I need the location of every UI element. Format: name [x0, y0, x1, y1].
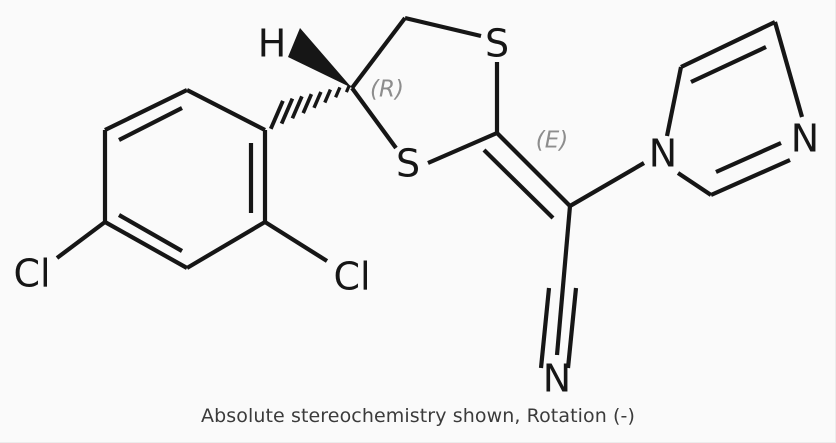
bond-imid-n3-c2-inner	[715, 141, 782, 174]
bond-imid-n1-c5	[664, 66, 684, 137]
bond-alkene-to-imidazole-n1	[568, 161, 646, 208]
aryl-double-bond-inner-bottom	[117, 213, 184, 253]
bond-alkene-to-nitrile-carbon	[554, 205, 573, 356]
atom-label-sulfur-top: S	[485, 22, 509, 66]
bond-c2-alkene-outer	[495, 131, 572, 208]
atom-label-chlorine-right: Cl	[333, 255, 370, 299]
bond-c2-alkene-inner	[482, 148, 555, 220]
bond-aryl-c6-c1	[104, 88, 188, 132]
bond-imid-c5-c4	[680, 20, 776, 69]
atom-label-chlorine-left: Cl	[13, 252, 50, 296]
benzene-ring	[102, 88, 268, 270]
nitrile-triple-inner-right	[565, 287, 579, 369]
hashed-wedge-bond-to-aryl	[269, 84, 351, 130]
bond-dithiolane-s3-c5	[350, 86, 398, 150]
bond-dithiolane-ch2-s1	[404, 15, 482, 39]
bond-imid-c5-c4-inner	[690, 45, 767, 84]
stereo-label-e: (E)	[536, 128, 568, 154]
bond-aryl-c5-chlorine-left	[55, 220, 107, 260]
atom-label-nitrogen-imidazole-1: N	[649, 132, 677, 176]
dithiolane-ring	[350, 15, 500, 165]
nitrile-triple-inner-left	[538, 287, 552, 369]
bond-imid-c2-n1	[676, 171, 713, 197]
atom-label-nitrogen-nitrile: N	[543, 357, 571, 401]
atom-label-nitrogen-imidazole-3: N	[791, 117, 819, 161]
bond-aryl-c3-c4	[185, 220, 267, 270]
aryl-double-bond-inner-top	[118, 106, 183, 142]
bond-aryl-c1-c2	[186, 88, 266, 132]
bond-aryl-c4-c5	[103, 220, 189, 270]
bond-dithiolane-c2-s3	[427, 131, 498, 165]
figure-caption: Absolute stereochemistry shown, Rotation…	[200, 405, 636, 427]
stereo-label-r: (R)	[370, 77, 404, 103]
imidazole-ring	[664, 20, 805, 197]
atom-label-sulfur-bottom: S	[396, 142, 420, 186]
bond-aryl-c3-chlorine-right	[263, 220, 329, 263]
nitrile-group	[538, 205, 579, 369]
bold-wedge-bond-to-hydrogen	[288, 28, 352, 88]
bond-imid-c4-n3	[772, 21, 805, 118]
bond-imid-n3-c2	[710, 158, 791, 197]
exocyclic-double-bond	[482, 131, 572, 220]
bond-dithiolane-c5-ch2	[350, 16, 407, 90]
atom-label-hydrogen: H	[258, 22, 287, 66]
